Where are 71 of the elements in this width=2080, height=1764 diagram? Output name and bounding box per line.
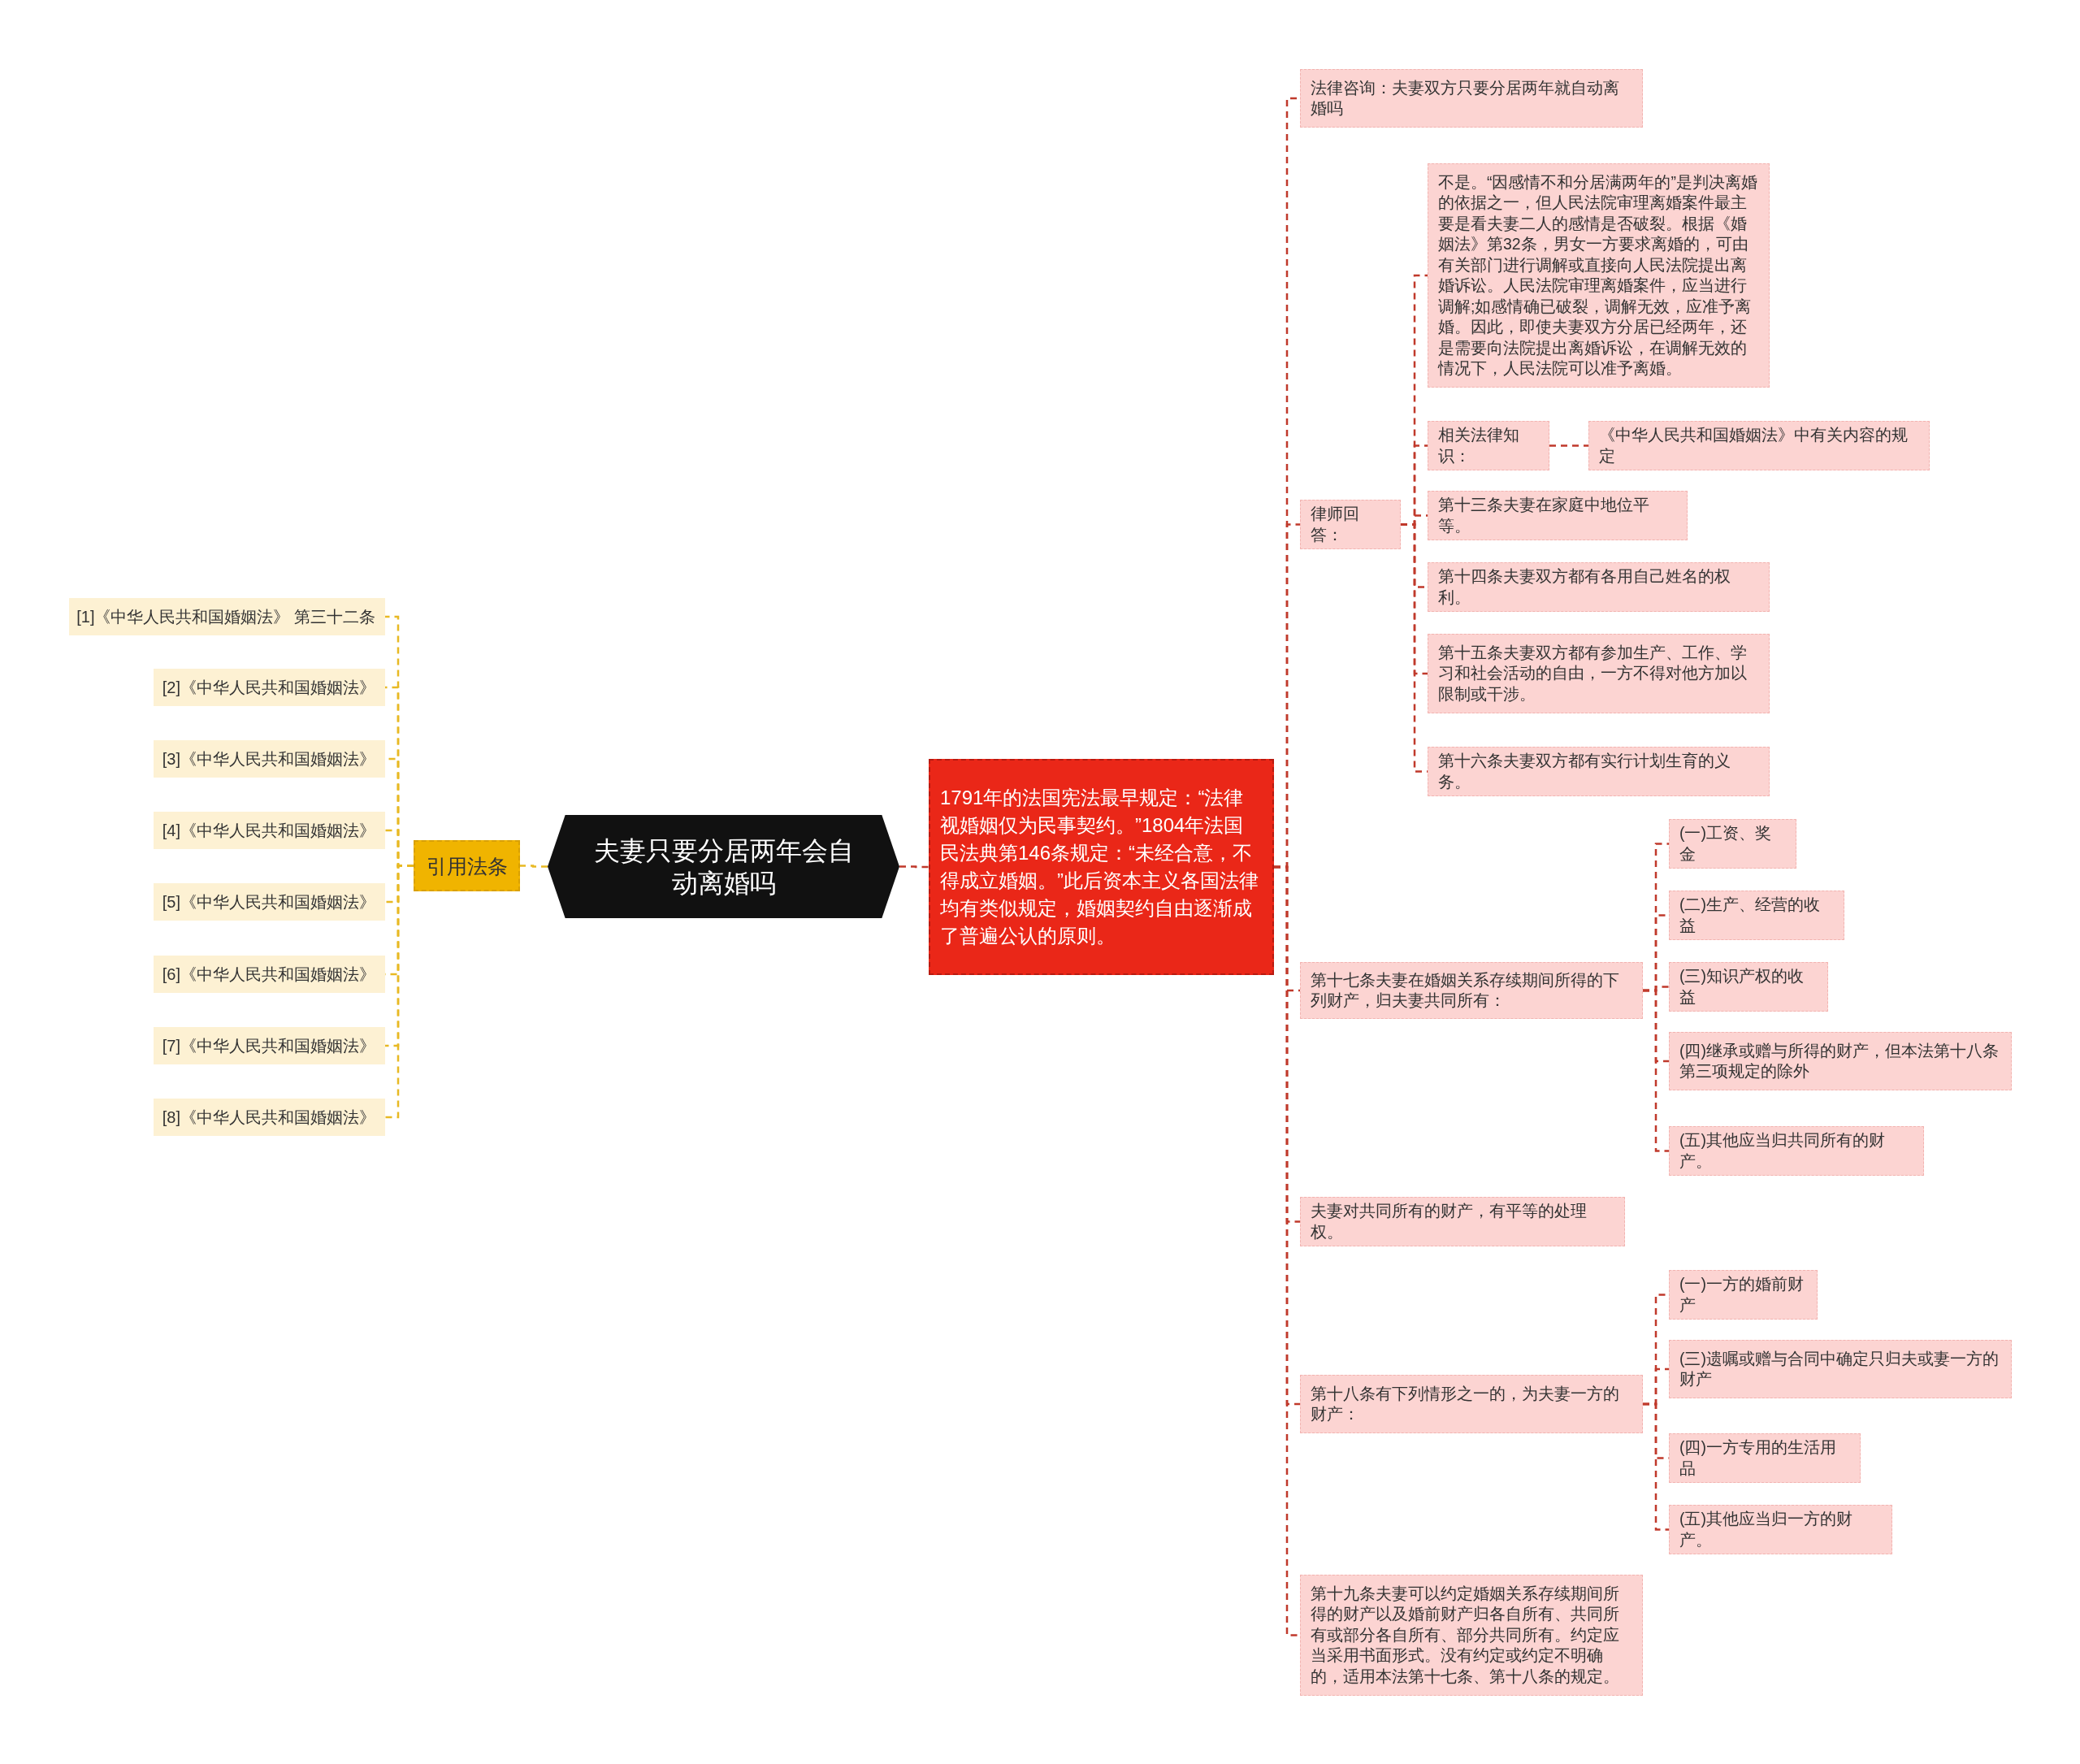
node-text: 不是。“因感情不和分居满两年的”是判决离婚的依据之一，但人民法院审理离婚案件最主要是看夫妻二人的感情是否破裂。根据《婚姻法》第32条，男女一方要求离婚的，可由有关部门进行调解或直接向人民法院提出离婚诉讼。人民法院审理离婚案件，应当进行调解;如感情确已破裂，调解无效，应准予离婚。因此，即使夫妻双方分居已经两年，还是需要向法院提出离婚诉讼，在调解无效的情况下，人民法院可以准予离婚。 <box>1438 171 1758 379</box>
node-text: 第十八条有下列情形之一的，为夫妻一方的财产： <box>1311 1383 1620 1424</box>
node-text: (一)工资、奖金 <box>1679 823 1772 865</box>
node-text: (四)一方专用的生活用品 <box>1679 1437 1837 1479</box>
topic-box <box>1669 962 1828 1012</box>
node-text: [3]《中华人民共和国婚姻法》 <box>162 749 375 769</box>
topic-box <box>1669 1433 1861 1483</box>
node-text: 引用法条 <box>426 853 508 879</box>
node-text: 第十七条夫妻在婚姻关系存续期间所得的下列财产，归夫妻共同所有： <box>1311 969 1620 1011</box>
node-text: 第十五条夫妻双方都有参加生产、工作、学习和社会活动的自由，一方不得对他方加以限制或干涉。 <box>1438 642 1748 704</box>
topic-box <box>1669 1270 1818 1320</box>
reference-box <box>154 883 385 921</box>
node-text: [1]《中华人民共和国婚姻法》 第三十二条 <box>76 607 375 627</box>
topic-box <box>1300 69 1643 128</box>
topic-box <box>1428 634 1770 713</box>
branch-box <box>414 840 520 891</box>
node-text: 《中华人民共和国婚姻法》中有关内容的规定 <box>1599 425 1909 466</box>
connector-line <box>1643 989 1669 1152</box>
node-text: [2]《中华人民共和国婚姻法》 <box>162 678 375 698</box>
node-text: (二)生产、经营的收益 <box>1679 895 1821 936</box>
topic-box <box>1669 1126 1924 1176</box>
connector-line <box>385 865 414 1119</box>
node-text: [8]《中华人民共和国婚姻法》 <box>162 1107 375 1128</box>
topic-box <box>1669 1032 2012 1090</box>
node-text: 法律咨询：夫妻双方只要分居两年就自动离婚吗 <box>1311 77 1620 119</box>
node-text: 第十四条夫妻双方都有各用自己姓名的权利。 <box>1438 566 1731 608</box>
topic-box <box>1300 1375 1643 1433</box>
topic-box <box>1300 500 1401 549</box>
reference-box <box>154 1099 385 1136</box>
connector-line <box>1643 1402 1669 1531</box>
node-text: [5]《中华人民共和国婚姻法》 <box>162 892 375 912</box>
node-text: (一)一方的婚前财产 <box>1679 1274 1805 1315</box>
connector-line <box>1274 865 1300 1636</box>
topic-box <box>1428 562 1770 612</box>
node-text: 律师回答： <box>1311 504 1360 545</box>
topic-box <box>1669 1340 2012 1398</box>
connector-line <box>520 865 548 868</box>
topic-box <box>1588 421 1930 470</box>
reference-box <box>154 812 385 849</box>
reference-box <box>154 1027 385 1064</box>
node-text: (三)遗嘱或赠与合同中确定只归夫或妻一方的财产 <box>1679 1348 2000 1389</box>
topic-box <box>1300 1197 1625 1246</box>
node-text: 第十九条夫妻可以约定婚姻关系存续期间所得的财产以及婚前财产归各自所有、共同所有或部分各自所有、部分共同所有。约定应当采用书面形式。没有约定或约定不明确的，适用本法第十七条、第十八条的规定。 <box>1311 1583 1620 1687</box>
reference-box <box>154 669 385 706</box>
node-text: (五)其他应当归一方的财产。 <box>1679 1509 1853 1550</box>
node-text: (五)其他应当归共同所有的财产。 <box>1679 1130 1886 1172</box>
topic-box <box>1669 1505 1892 1554</box>
topic-box <box>1428 491 1688 540</box>
topic-box <box>1428 421 1549 470</box>
node-text: 1791年的法国宪法最早规定：“法律视婚姻仅为民事契约。”1804年法国民法典第146条规定：“未经合意，不得成立婚姻。”此后资本主义各国法律均有类似规定，婚姻契约自由逐渐成了普遍公认的原则。 <box>940 786 1259 948</box>
node-text: 第十六条夫妻双方都有实行计划生育的义务。 <box>1438 751 1731 792</box>
topic-box <box>1428 747 1770 796</box>
connector-line <box>899 865 929 869</box>
node-text: 第十三条夫妻在家庭中地位平等。 <box>1438 495 1650 536</box>
topic-box <box>1300 962 1643 1019</box>
reference-box <box>154 956 385 993</box>
node-text: [4]《中华人民共和国婚姻法》 <box>162 821 375 841</box>
node-text: [7]《中华人民共和国婚姻法》 <box>162 1036 375 1056</box>
topic-box <box>1669 819 1796 869</box>
node-text: [6]《中华人民共和国婚姻法》 <box>162 964 375 985</box>
node-text: 夫妻只要分居两年会自动离婚吗 <box>592 834 855 899</box>
reference-box <box>69 598 385 635</box>
summary-box <box>929 759 1274 975</box>
node-text: 夫妻对共同所有的财产，有平等的处理权。 <box>1311 1201 1588 1242</box>
node-text: 相关法律知识： <box>1438 425 1520 466</box>
reference-box <box>154 740 385 778</box>
topic-box <box>1300 1575 1643 1696</box>
topic-box <box>1669 891 1844 940</box>
connector-line <box>1549 444 1588 447</box>
node-text: (三)知识产权的收益 <box>1679 966 1805 1008</box>
node-text: (四)继承或赠与所得的财产，但本法第十八条第三项规定的除外 <box>1679 1040 2000 1081</box>
